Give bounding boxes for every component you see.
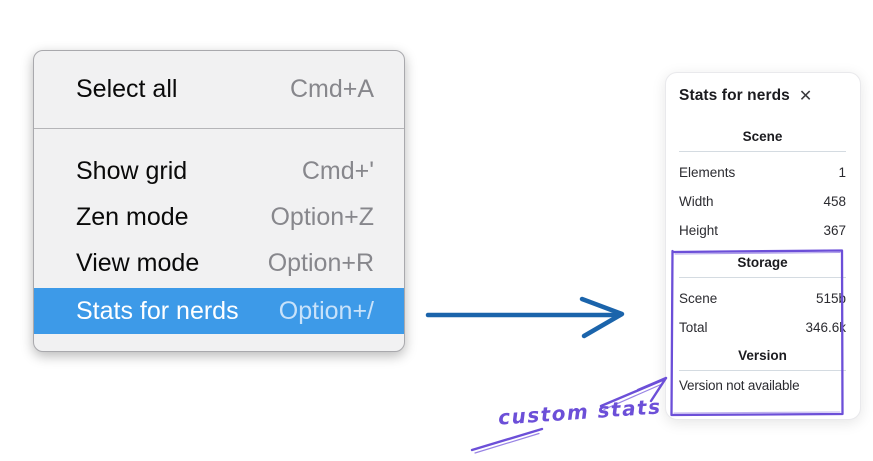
- stats-panel-title: Stats for nerds: [679, 87, 790, 104]
- stat-value: 346.6k: [805, 320, 846, 335]
- menu-item-label: Stats for nerds: [76, 296, 239, 325]
- context-menu: Select all Cmd+A Show grid Cmd+' Zen mod…: [33, 50, 405, 352]
- section-heading-version: Version: [738, 348, 787, 363]
- menu-item-shortcut: Cmd+': [301, 156, 374, 185]
- section-divider: [679, 370, 846, 371]
- menu-item-shortcut: Option+R: [267, 248, 374, 277]
- annotation-label: custom stats: [497, 394, 663, 430]
- section-divider: [679, 151, 846, 152]
- menu-item-shortcut: Option+/: [278, 296, 374, 325]
- stat-row-scene-storage: Scene 515b: [679, 284, 846, 313]
- menu-item-label: View mode: [76, 248, 200, 277]
- section-heading-scene: Scene: [742, 129, 783, 144]
- menu-item-select-all[interactable]: Select all Cmd+A: [34, 66, 404, 112]
- section-divider: [679, 277, 846, 278]
- stat-value: 1: [838, 165, 846, 180]
- stat-label: Scene: [679, 291, 718, 306]
- stat-value: 458: [823, 194, 846, 209]
- menu-item-view-mode[interactable]: View mode Option+R: [34, 240, 404, 286]
- stat-label: Width: [679, 194, 714, 209]
- section-heading-storage: Storage: [737, 255, 788, 270]
- close-icon[interactable]: ✕: [798, 86, 813, 105]
- stat-value: 515b: [815, 291, 846, 306]
- stat-value: 367: [823, 223, 846, 238]
- stat-row-width: Width 458: [679, 187, 846, 216]
- stat-row-elements: Elements 1: [679, 158, 846, 187]
- stat-row-total-storage: Total 346.6k: [679, 313, 846, 342]
- stat-label: Elements: [679, 165, 736, 180]
- menu-item-shortcut: Option+Z: [270, 202, 374, 231]
- menu-item-shortcut: Cmd+A: [289, 74, 374, 103]
- menu-item-label: Select all: [76, 74, 178, 103]
- blue-arrow: [425, 296, 625, 339]
- menu-item-label: Zen mode: [76, 202, 189, 231]
- stat-label: Total: [679, 320, 708, 335]
- stats-panel: Stats for nerds ✕ Scene Elements 1 Width…: [665, 72, 861, 420]
- menu-separator: [34, 128, 404, 129]
- stat-label: Height: [679, 223, 719, 238]
- menu-item-show-grid[interactable]: Show grid Cmd+': [34, 148, 404, 194]
- stat-row-height: Height 367: [679, 216, 846, 245]
- menu-item-stats-for-nerds[interactable]: Stats for nerds Option+/: [34, 288, 404, 334]
- version-note: Version not available: [679, 378, 800, 393]
- menu-item-label: Show grid: [76, 156, 188, 185]
- stats-panel-header: Stats for nerds ✕: [679, 87, 846, 105]
- menu-item-zen-mode[interactable]: Zen mode Option+Z: [34, 194, 404, 240]
